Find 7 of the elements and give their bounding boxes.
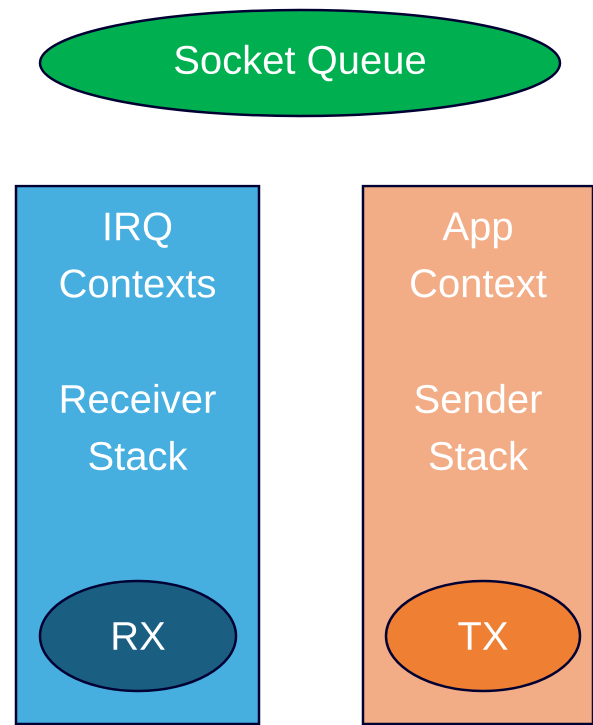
panel-text: IRQ Contexts bbox=[60, 212, 215, 298]
panel-text: App Context bbox=[411, 212, 547, 298]
ellipse-node: RX bbox=[38, 580, 238, 692]
ellipse-node: Socket Queue bbox=[38, 8, 562, 118]
panel-text: Receiver Stack bbox=[62, 384, 216, 470]
ellipse-node: TX bbox=[384, 580, 582, 692]
panel-text: Sender Stack bbox=[415, 384, 542, 470]
